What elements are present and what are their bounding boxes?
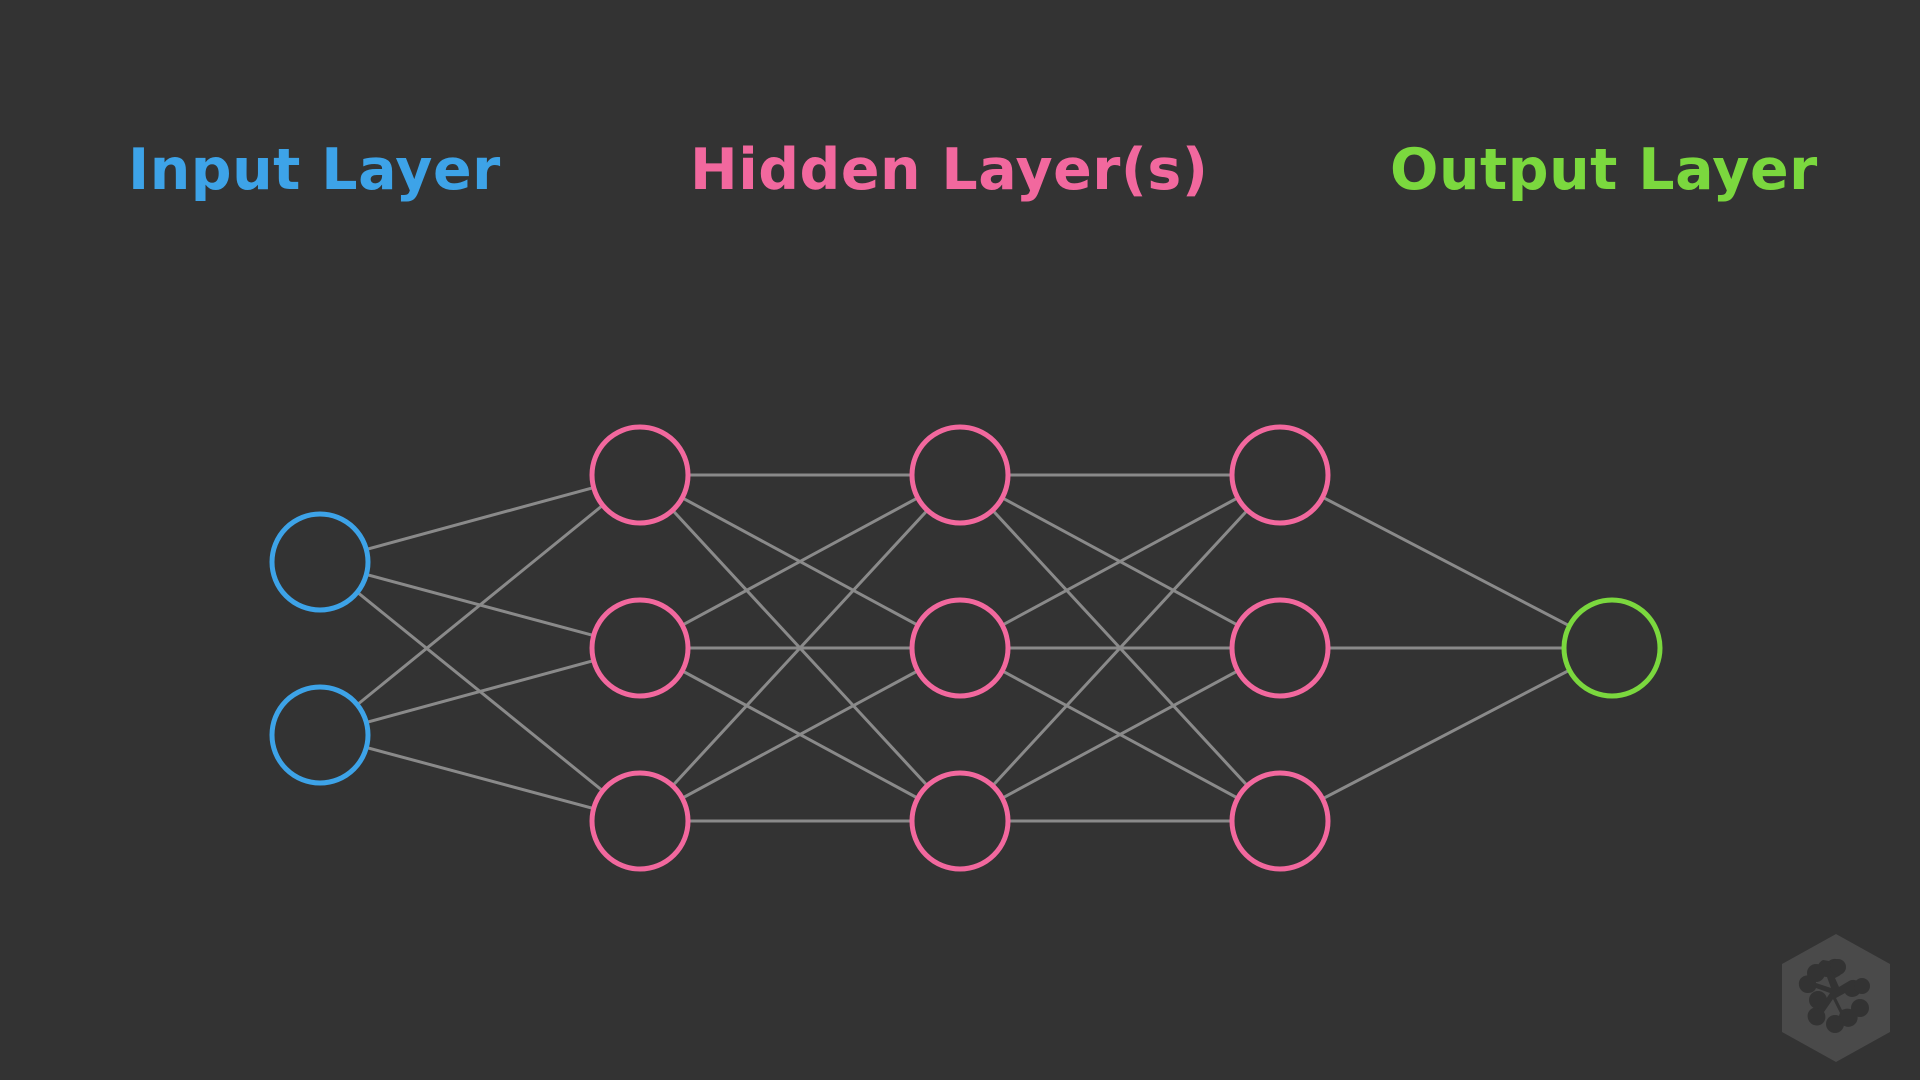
neuron-hidden-h3_1 xyxy=(1229,424,1331,526)
connection-edges-group xyxy=(319,473,1613,823)
connection-edge xyxy=(959,473,1281,650)
connection-edge xyxy=(319,733,641,823)
connection-edge xyxy=(319,646,641,737)
input-layer-label: Input Layer xyxy=(128,137,501,203)
connection-edge xyxy=(639,646,961,823)
neuron-hidden-h3_3 xyxy=(1229,770,1331,872)
neuron-glyph xyxy=(1798,958,1870,1033)
hidden-layer-label: Hidden Layer(s) xyxy=(690,137,1209,203)
connection-edge xyxy=(1279,646,1613,823)
neuron-hidden-h2_1 xyxy=(909,424,1011,526)
output-layer-label: Output Layer xyxy=(1390,137,1818,203)
connection-edge xyxy=(1279,473,1613,650)
connection-edge xyxy=(958,473,1282,823)
connection-edge xyxy=(959,646,1281,823)
neuron-hidden-h1_1 xyxy=(589,424,691,526)
connection-edge xyxy=(319,473,641,737)
neuron-hidden-h2_3 xyxy=(909,770,1011,872)
connection-edge xyxy=(639,473,961,650)
neuron-hidden-h1_3 xyxy=(589,770,691,872)
connection-edge xyxy=(319,473,641,564)
neuron-hidden-h1_2 xyxy=(589,597,691,699)
neuron-hidden-h3_2 xyxy=(1229,597,1331,699)
neuron-nodes-group xyxy=(269,424,1663,872)
hexagon-neuron-logo-watermark xyxy=(1782,934,1890,1062)
neuron-input-i1 xyxy=(269,511,371,613)
neuron-output-o1 xyxy=(1561,597,1663,699)
connection-edge xyxy=(638,473,962,823)
neuron-hidden-h2_2 xyxy=(909,597,1011,699)
neuron-input-i2 xyxy=(269,684,371,786)
